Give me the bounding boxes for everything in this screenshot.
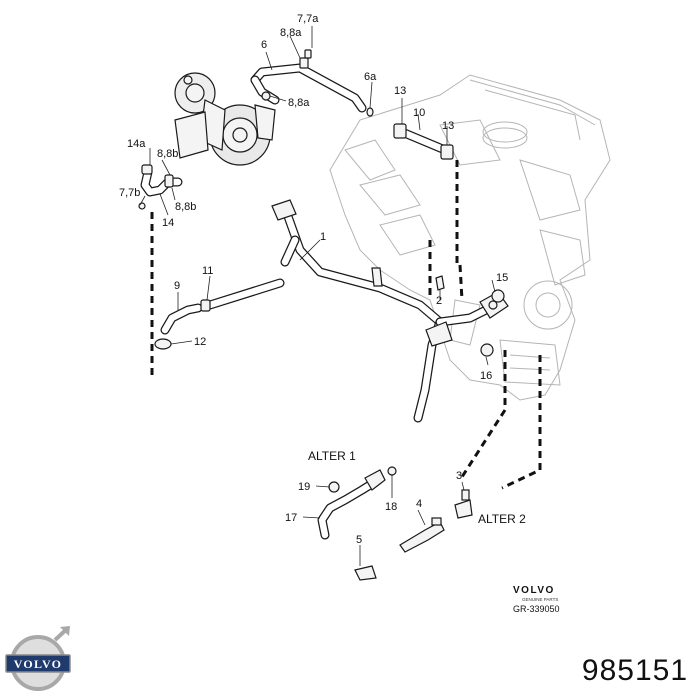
callout-6: 6 [261, 39, 267, 51]
pipe-part-6 [250, 49, 367, 113]
part-number: 985151 [581, 654, 688, 687]
callout-3: 3 [456, 470, 462, 482]
turbocharger [174, 72, 276, 166]
callout-11: 11 [202, 265, 213, 277]
callout-2: 2 [436, 295, 442, 307]
callout-7-7a: 7,7a [297, 13, 319, 25]
assembly-dash-lines [150, 160, 542, 490]
callout-12: 12 [194, 336, 206, 348]
callout-8-8b-upper: 8,8b [157, 148, 178, 160]
callout-8-8a-mid: 8,8a [288, 97, 310, 109]
callout-13-right: 13 [442, 120, 454, 132]
fitting-part-3 [454, 489, 473, 519]
plug-part-16 [480, 343, 494, 357]
callout-9: 9 [174, 280, 180, 292]
alter-1-label: ALTER 1 [308, 449, 356, 463]
callout-10: 10 [413, 107, 425, 119]
callout-1: 1 [320, 231, 326, 243]
callout-19: 19 [298, 481, 310, 493]
alter1-assembly [317, 466, 397, 540]
flange-part-15 [479, 289, 509, 319]
alter-2-label: ALTER 2 [478, 512, 526, 526]
fitting-part-4 [399, 517, 445, 553]
engine-block-outline [329, 74, 611, 401]
fitting-part-5 [354, 565, 377, 581]
callout-8-8b-lower: 8,8b [175, 201, 196, 213]
callout-17: 17 [285, 512, 297, 524]
coolant-pipe-main [271, 199, 495, 423]
volvo-logo-text: VOLVO [14, 657, 62, 671]
callout-8-8a-top: 8,8a [280, 27, 302, 39]
hose-part-10 [393, 123, 454, 160]
callout-14a: 14a [127, 138, 146, 150]
seal-part-6a [366, 107, 374, 117]
callout-13-top: 13 [394, 85, 406, 97]
callout-16: 16 [480, 370, 492, 382]
callout-7-7b: 7,7b [119, 187, 140, 199]
callout-14: 14 [162, 217, 174, 229]
callout-5: 5 [356, 534, 362, 546]
hose-part-9 [160, 278, 285, 335]
callout-6a: 6a [364, 71, 377, 83]
diagram-reference-code: GR-339050 [513, 604, 560, 614]
volvo-logo: VOLVO [5, 626, 71, 691]
leader-lines [139, 26, 496, 566]
brand-wordmark: VOLVO [513, 585, 555, 596]
pipe-part-14 [138, 164, 183, 210]
callout-18: 18 [385, 501, 397, 513]
ring-part-12 [154, 338, 172, 350]
brand-subtitle: GENUINE PARTS [522, 597, 558, 602]
callout-4: 4 [416, 498, 422, 510]
clamp-part-11 [200, 299, 211, 312]
bolt-part-2 [435, 275, 445, 291]
callout-15: 15 [496, 272, 508, 284]
